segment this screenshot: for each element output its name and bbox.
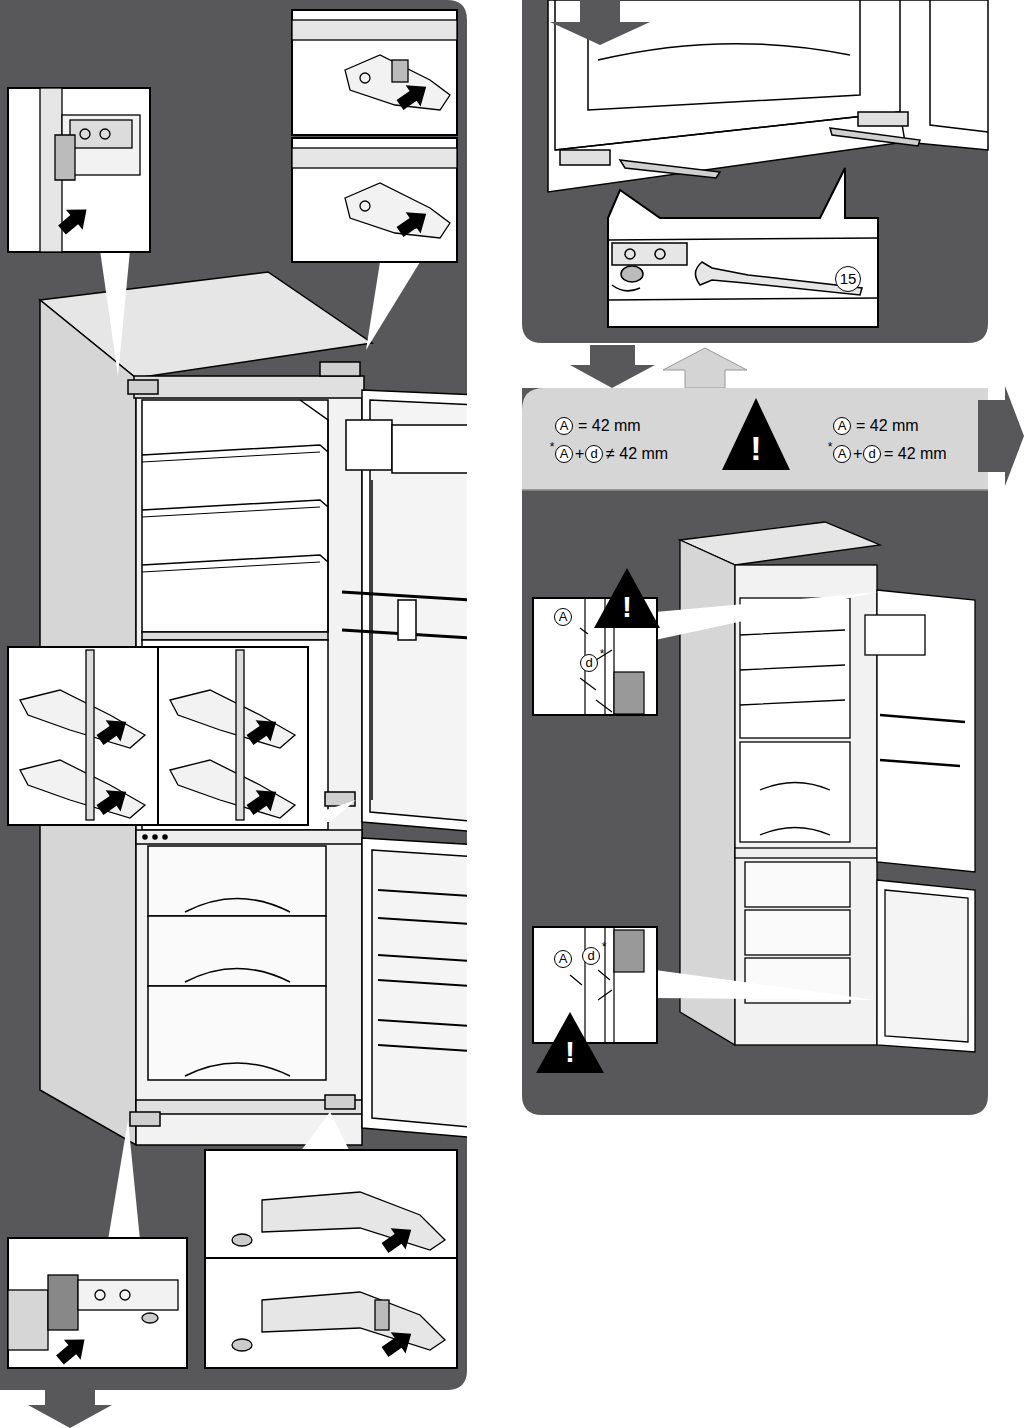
warning-mark: ! [750,431,761,465]
footnote-mark: * [828,441,833,453]
dimension-value: = 42 mm [884,446,947,462]
detail-insets [8,10,457,1368]
footnote-mark: * [600,648,605,660]
callout-wedge [300,1112,350,1152]
wrench-detail [608,238,878,300]
dimension-value: = 42 mm [856,418,919,434]
plus-sign: + [853,446,862,462]
footnote-mark: * [602,941,607,953]
callout-wedge [366,262,420,350]
back-arrow [663,348,747,388]
gap-insets [533,598,657,1043]
warning-mark: ! [565,1037,575,1067]
dimension-letter: d [863,445,881,463]
footnote-mark: * [550,441,555,453]
dimension-letter: A [833,445,851,463]
wrench-inset [608,168,878,327]
dimension-letter: A [555,417,573,435]
push-arrows [52,76,434,1370]
step-arrow [550,0,650,45]
warning-triangle [594,568,660,628]
dimension-letter: A [833,417,851,435]
callout-number: 15 [835,266,861,292]
dimension-letter: A [555,445,573,463]
dimension-letter: A [554,950,572,968]
dimension-letter: d [585,445,603,463]
callout-wedge [100,250,130,376]
plus-sign: + [575,446,584,462]
check-panel [522,388,988,1115]
dimension-letter: A [554,608,572,626]
hinge-details [8,20,457,1351]
callout-wedge [108,1120,140,1240]
gap-detail [570,598,644,1043]
step-arrow [570,345,655,388]
warning-triangle [722,398,790,470]
warning-mark: ! [622,592,632,622]
door-bottom-view [548,0,988,192]
dimension-value: = 42 mm [578,418,641,434]
dimension-value: ≠ 42 mm [606,446,668,462]
callout-wedge [655,970,875,1000]
next-arrow [28,1390,112,1428]
condition-band [522,388,988,490]
warning-triangle [536,1012,604,1073]
step-panel [522,0,988,343]
callout-wedge [655,592,878,640]
dimension-letter: d [582,947,600,965]
dimension-letter: d [580,654,598,672]
next-arrow [978,386,1024,486]
